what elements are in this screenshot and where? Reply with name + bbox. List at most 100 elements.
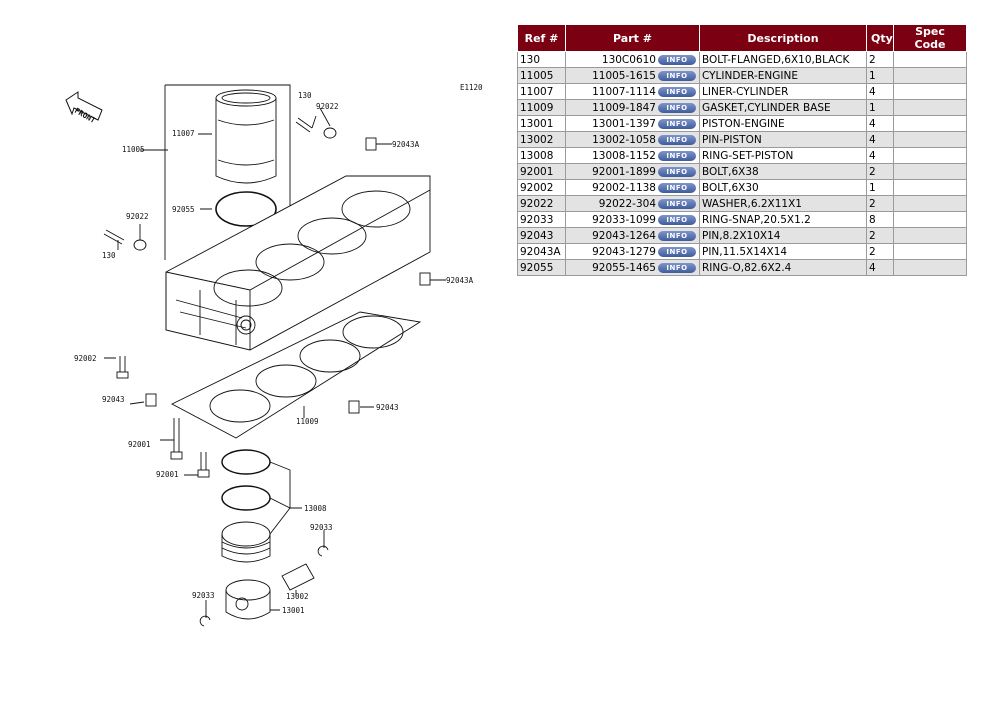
cell-ref: 11009 xyxy=(517,99,566,116)
cell-ref: 92001 xyxy=(517,163,566,180)
callout-92033-left[interactable]: 92033 xyxy=(192,591,215,600)
cell-spec-code xyxy=(893,163,967,180)
cell-description: RING-SET-PISTON xyxy=(699,147,867,164)
callout-92043-left[interactable]: 92043 xyxy=(102,395,125,404)
callout-92043-right[interactable]: 92043 xyxy=(376,403,399,412)
cell-qty: 4 xyxy=(866,131,894,148)
cell-qty: 4 xyxy=(866,147,894,164)
cell-ref: 92043 xyxy=(517,227,566,244)
cell-qty: 2 xyxy=(866,227,894,244)
callout-11005[interactable]: 11005 xyxy=(122,145,145,154)
callout-92022-left[interactable]: 92022 xyxy=(126,212,149,221)
front-arrow-icon xyxy=(65,91,103,121)
info-button[interactable]: INFO xyxy=(658,134,696,145)
callout-130-left[interactable]: 130 xyxy=(102,251,116,260)
cell-spec-code xyxy=(893,67,967,84)
callout-92002[interactable]: 92002 xyxy=(74,354,97,363)
cell-description: CYLINDER-ENGINE xyxy=(699,67,867,84)
info-button[interactable]: INFO xyxy=(658,182,696,193)
callout-92055[interactable]: 92055 xyxy=(172,205,195,214)
callout-92022-top[interactable]: 92022 xyxy=(316,102,339,111)
info-button[interactable]: INFO xyxy=(658,214,696,225)
callout-92001-a[interactable]: 92001 xyxy=(128,440,151,449)
cell-qty: 2 xyxy=(866,163,894,180)
cell-spec-code xyxy=(893,115,967,132)
cell-qty: 4 xyxy=(866,83,894,100)
cell-description: BOLT,6X38 xyxy=(699,163,867,180)
info-button[interactable]: INFO xyxy=(658,230,696,241)
cylinder-liner-shape xyxy=(215,89,277,184)
cell-ref: 13001 xyxy=(517,115,566,132)
info-button[interactable]: INFO xyxy=(658,54,696,65)
cell-description: LINER-CYLINDER xyxy=(699,83,867,100)
cell-description: PIN-PISTON xyxy=(699,131,867,148)
cell-description: PIN,8.2X10X14 xyxy=(699,227,867,244)
cell-qty: 2 xyxy=(866,51,894,68)
part-number-text: 92022-304 xyxy=(598,197,656,210)
exploded-parts-diagram: E1120 FRONT 11005 11007 92055 130 92022 … xyxy=(65,83,483,627)
part-number-text: 11009-1847 xyxy=(592,101,656,114)
info-button[interactable]: INFO xyxy=(658,166,696,177)
callout-92043a-top[interactable]: 92043A xyxy=(392,140,420,149)
callout-92001-b[interactable]: 92001 xyxy=(156,470,179,479)
cell-spec-code xyxy=(893,51,967,68)
part-number-text: 92002-1138 xyxy=(592,181,656,194)
header-ref: Ref # xyxy=(517,24,566,52)
cell-qty: 1 xyxy=(866,67,894,84)
piston-rings-shape xyxy=(221,449,271,563)
table-header-row: Ref # Part # Description Qty Spec Code xyxy=(517,24,967,52)
info-button[interactable]: INFO xyxy=(658,262,696,273)
info-button[interactable]: INFO xyxy=(658,150,696,161)
cell-description: BOLT,6X30 xyxy=(699,179,867,196)
header-spec-code: Spec Code xyxy=(893,24,967,52)
cell-description: PIN,11.5X14X14 xyxy=(699,243,867,260)
callout-92033-right[interactable]: 92033 xyxy=(310,523,333,532)
cell-qty: 1 xyxy=(866,99,894,116)
cell-spec-code xyxy=(893,83,967,100)
callout-13008[interactable]: 13008 xyxy=(304,504,327,513)
info-button[interactable]: INFO xyxy=(658,86,696,97)
info-button[interactable]: INFO xyxy=(658,102,696,113)
info-button[interactable]: INFO xyxy=(658,70,696,81)
info-button[interactable]: INFO xyxy=(658,118,696,129)
part-number-text: 92043-1264 xyxy=(592,229,656,242)
callout-13002[interactable]: 13002 xyxy=(286,592,309,601)
info-button[interactable]: INFO xyxy=(658,246,696,257)
cell-ref: 130 xyxy=(517,51,566,68)
cell-ref: 92055 xyxy=(517,259,566,276)
part-number-text: 11007-1114 xyxy=(592,85,656,98)
cylinder-block-shape xyxy=(165,175,431,351)
cell-ref: 11005 xyxy=(517,67,566,84)
callout-13001[interactable]: 13001 xyxy=(282,606,305,615)
callout-11009[interactable]: 11009 xyxy=(296,417,319,426)
callout-92043a-right[interactable]: 92043A xyxy=(446,276,474,285)
callout-130-top[interactable]: 130 xyxy=(298,91,312,100)
callout-11007[interactable]: 11007 xyxy=(172,129,195,138)
cell-spec-code xyxy=(893,227,967,244)
header-part: Part # xyxy=(565,24,700,52)
info-button[interactable]: INFO xyxy=(658,198,696,209)
cell-qty: 8 xyxy=(866,211,894,228)
part-number-text: 13001-1397 xyxy=(592,117,656,130)
